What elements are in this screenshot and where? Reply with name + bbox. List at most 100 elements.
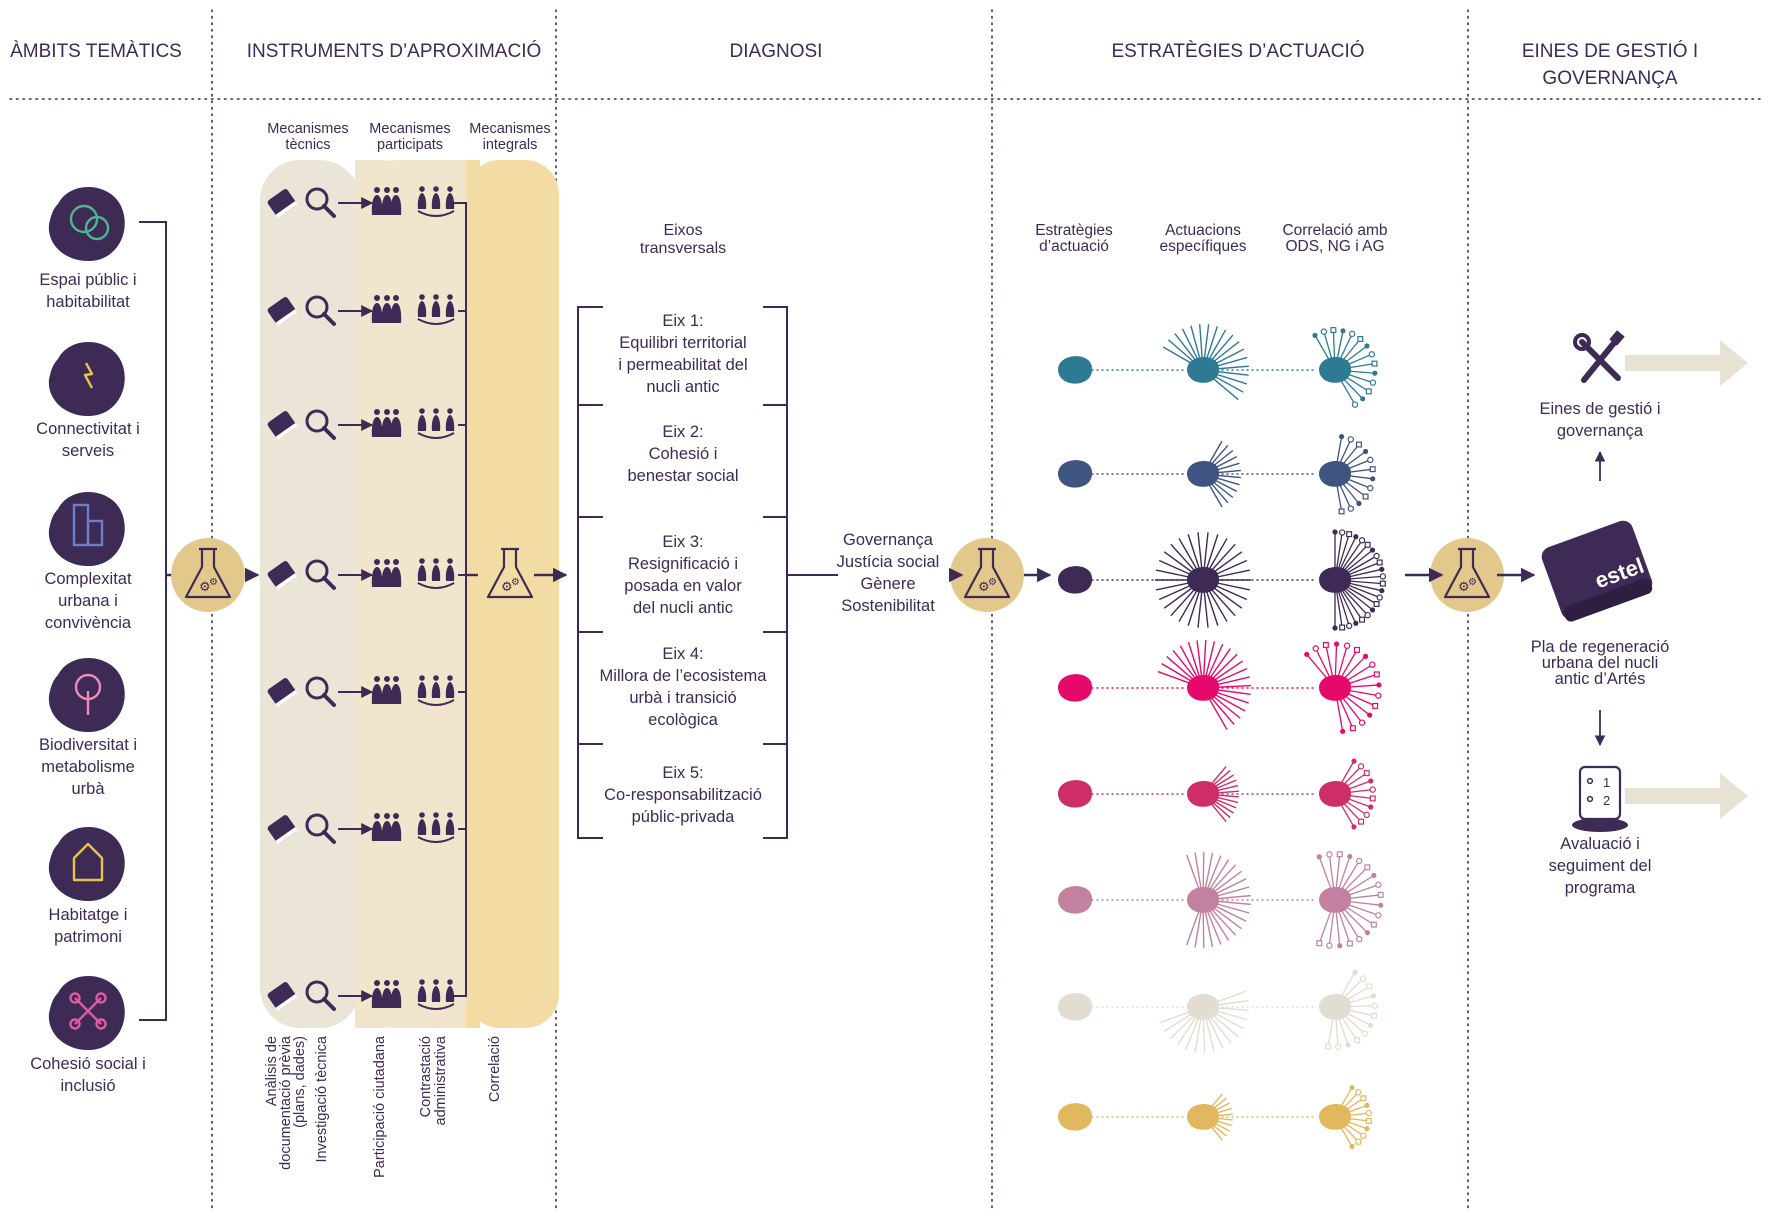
header-eines-line1: EINES DE GESTIÓ I bbox=[1522, 40, 1698, 62]
eines-l1: Eines de gestió i bbox=[1539, 400, 1660, 418]
mech-participats-l1: Mecanismes bbox=[369, 121, 450, 137]
correlacio-burst bbox=[1312, 327, 1378, 408]
panel-integrals bbox=[466, 160, 559, 1028]
vlabel-analisi-l3: (plans, dades) bbox=[292, 1036, 308, 1128]
strategy-blob bbox=[1058, 780, 1093, 808]
meeting-icon bbox=[417, 558, 455, 589]
ambit-item bbox=[48, 826, 125, 902]
tools-column: Eines de gestió i governança estel Pla d… bbox=[1531, 330, 1748, 897]
people-group-icon bbox=[371, 409, 402, 437]
vlabel-participacio: Participació ciutadana bbox=[372, 1035, 388, 1178]
ambit-label-line2: habitabilitat bbox=[46, 293, 130, 311]
ambit-item bbox=[48, 657, 125, 733]
vlabel-analisi-l2: documentació prèvia bbox=[278, 1035, 294, 1170]
tools-icon bbox=[1573, 330, 1625, 383]
meeting-icon bbox=[417, 408, 455, 439]
sh-correlacio-l2: ODS, NG i AG bbox=[1285, 238, 1384, 255]
strategy-row bbox=[1058, 324, 1378, 408]
ambit-label-line3: convivència bbox=[45, 614, 132, 632]
ambit-label-line1: Complexitat bbox=[44, 570, 132, 588]
instrument-row bbox=[267, 408, 466, 441]
people-group-icon bbox=[371, 187, 402, 215]
instrument-row bbox=[267, 812, 466, 845]
instrument-row bbox=[267, 979, 466, 1012]
pla-l3: antic d’Artés bbox=[1555, 670, 1646, 688]
vlabel-analisi-l1: Anàlisis de bbox=[264, 1036, 280, 1106]
header-diagnosi: DIAGNOSI bbox=[730, 41, 823, 62]
eix4-l1: Eix 4: bbox=[662, 645, 703, 663]
arrow-light-2 bbox=[1625, 788, 1725, 804]
flask-process-1 bbox=[171, 538, 245, 612]
ambit-item bbox=[48, 491, 125, 567]
magnifier-icon bbox=[305, 559, 336, 590]
actuacions-burst bbox=[1187, 440, 1241, 508]
strategy-blob bbox=[1058, 460, 1093, 488]
correlacio-burst bbox=[1319, 758, 1376, 830]
eix3-l3: posada en valor bbox=[624, 577, 742, 595]
vlabel-contrastacio-l2: administrativa bbox=[433, 1035, 449, 1125]
mech-tecnics-l2: tècnics bbox=[285, 137, 330, 153]
ambit-item bbox=[48, 341, 125, 417]
house-icon bbox=[72, 842, 104, 882]
magnifier-icon bbox=[305, 409, 336, 440]
strategy-blob bbox=[1058, 356, 1093, 384]
eixos-title-l2: transversals bbox=[640, 240, 726, 257]
transversal-l4: Sostenibilitat bbox=[841, 597, 935, 615]
sh-actuacions-l1: Actuacions bbox=[1165, 222, 1241, 239]
strategy-blob bbox=[1058, 993, 1093, 1021]
strategy-row bbox=[1058, 851, 1384, 949]
instruments-column: Mecanismes tècnics Mecanismes participat… bbox=[260, 121, 568, 1178]
eix4-l2: Millora de l’ecosistema bbox=[600, 667, 768, 685]
magnifier-icon bbox=[305, 295, 336, 326]
book-icon bbox=[267, 561, 298, 591]
header-estrategies: ESTRATÈGIES D’ACTUACIÓ bbox=[1111, 40, 1364, 62]
eix1-l2: Equilibri territorial bbox=[619, 334, 746, 352]
correlacio-burst bbox=[1316, 851, 1384, 949]
eix2-l3: benestar social bbox=[628, 467, 739, 485]
network-icon bbox=[69, 992, 107, 1030]
board-num-1: 1 bbox=[1603, 775, 1610, 790]
strategy-row bbox=[1058, 433, 1376, 515]
mech-tecnics-l1: Mecanismes bbox=[267, 121, 348, 137]
instrument-row bbox=[267, 558, 466, 591]
mech-integrals-l2: integrals bbox=[483, 137, 538, 153]
arrow-light-1 bbox=[1625, 355, 1725, 371]
eix1-l1: Eix 1: bbox=[662, 312, 703, 330]
aval-l3: programa bbox=[1565, 879, 1636, 897]
strategy-row bbox=[1058, 640, 1382, 734]
header-eines-line2: GOVERNANÇA bbox=[1542, 68, 1677, 89]
correlacio-burst bbox=[1304, 641, 1382, 734]
pla-l2: urbana del nucli bbox=[1542, 654, 1659, 672]
panel-tecnics bbox=[260, 160, 360, 1028]
aval-l2: seguiment del bbox=[1549, 857, 1652, 875]
strategy-blob bbox=[1058, 1103, 1093, 1131]
eix3-l4: del nucli antic bbox=[633, 599, 733, 617]
board-num-2: 2 bbox=[1603, 793, 1610, 808]
strategy-row bbox=[1058, 758, 1376, 830]
mech-integrals-l1: Mecanismes bbox=[469, 121, 550, 137]
eix2-l2: Cohesió i bbox=[649, 445, 718, 463]
instrument-row bbox=[267, 294, 466, 327]
lightning-icon bbox=[83, 362, 94, 389]
instrument-row bbox=[267, 186, 466, 219]
strategies-column: Estratègies d’actuació Actuacions especí… bbox=[1035, 222, 1536, 1150]
sh-actuacions-l2: específiques bbox=[1159, 238, 1246, 255]
correlacio-burst bbox=[1319, 433, 1376, 515]
header-ambits: ÀMBITS TEMÀTICS bbox=[10, 41, 182, 62]
actuacions-burst bbox=[1155, 532, 1251, 628]
meeting-icon bbox=[417, 979, 455, 1010]
tree-icon bbox=[74, 673, 102, 715]
people-group-icon bbox=[371, 559, 402, 587]
strategy-row bbox=[1058, 1084, 1372, 1150]
ambit-label-line1: Habitatge i bbox=[49, 906, 128, 924]
ambit-label-line2: inclusió bbox=[60, 1077, 115, 1095]
magnifier-icon bbox=[305, 187, 336, 218]
eines-l2: governança bbox=[1557, 422, 1644, 440]
column-headers: ÀMBITS TEMÀTICS INSTRUMENTS D’APROXIMACI… bbox=[10, 40, 1698, 89]
ambit-item bbox=[48, 975, 125, 1051]
flask-process-2 bbox=[950, 538, 1024, 612]
eix4-l4: ecològica bbox=[648, 711, 719, 729]
ambit-label-line2: patrimoni bbox=[54, 928, 122, 946]
correlacio-burst bbox=[1319, 529, 1387, 631]
